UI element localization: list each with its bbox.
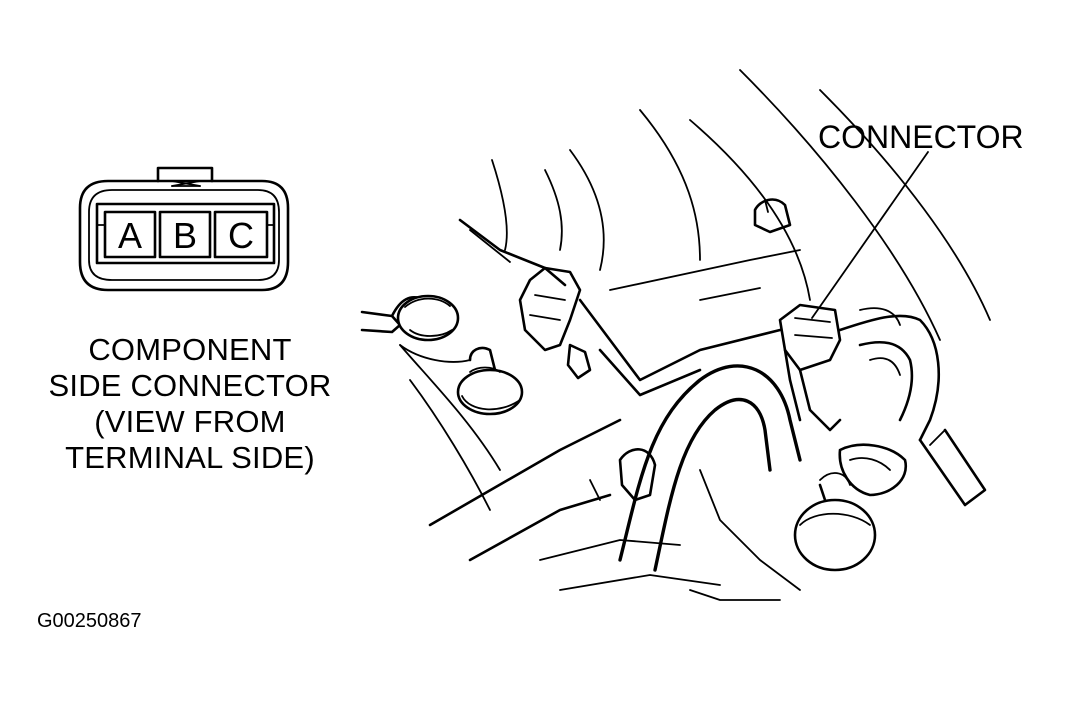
connector-callout-label: CONNECTOR: [818, 119, 1024, 155]
connector-shell: [78, 179, 290, 292]
connector-caption-line: (VIEW FROM: [94, 404, 286, 439]
figure-id: G00250867: [37, 610, 142, 632]
connector-lock-tab: [156, 166, 214, 183]
connector-caption-line: SIDE CONNECTOR: [48, 368, 332, 403]
terminal-box-a: [103, 210, 157, 259]
terminal-label-c: C: [228, 215, 254, 256]
terminal-box-c: [213, 210, 269, 259]
terminal-label-a: A: [117, 215, 142, 256]
terminal-box-b: [158, 210, 212, 259]
connector-caption: COMPONENT SIDE CONNECTOR (VIEW FROM TERM…: [20, 332, 360, 476]
terminal-frame: [95, 202, 276, 265]
terminal-label-b: B: [172, 215, 197, 256]
connector-caption-line: TERMINAL SIDE): [65, 440, 315, 475]
connector-caption-line: COMPONENT: [88, 332, 292, 367]
connector-inner-rim: [88, 189, 280, 281]
